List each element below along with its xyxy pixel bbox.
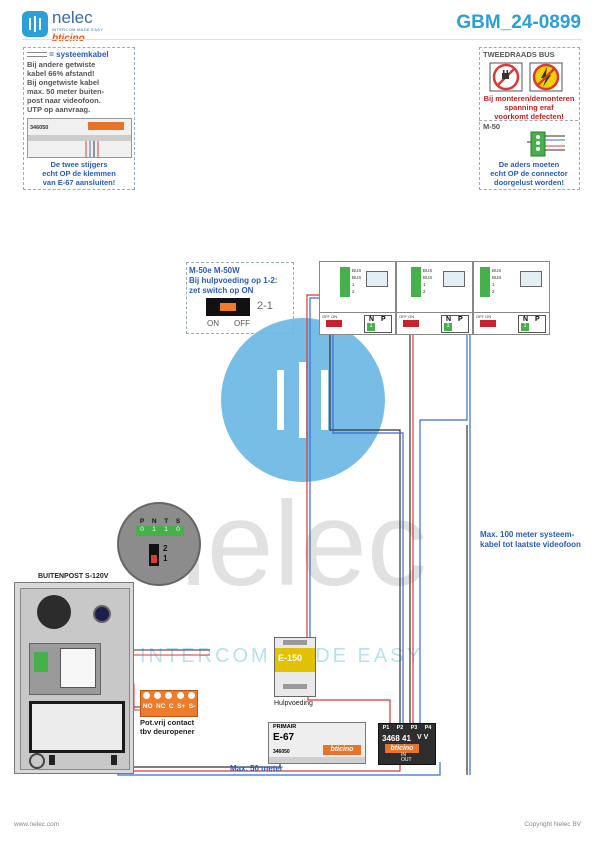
videofoon-2-screen	[443, 271, 465, 287]
hulpvoeding-label-plate: E-150	[275, 648, 315, 672]
m50-connector-icon	[527, 130, 567, 163]
logo-tagline: INTERCOM MADE EASY	[52, 27, 104, 32]
no-plug-icon	[489, 62, 523, 97]
dip-switch-position: 2-1	[257, 300, 273, 312]
watermark-circle	[221, 318, 385, 482]
logo-name: nelec	[52, 8, 93, 27]
videofoon-2-terminal-block	[411, 267, 421, 297]
hulpvoeding-caption: Hulpvoeding	[274, 700, 313, 707]
legend-m50-divider	[479, 120, 578, 121]
m50-switch-text: M-50e M-50W Bij hulpvoeding op 1-2: zet …	[189, 266, 278, 295]
videofoon-3-switch-label: OFF ON	[476, 314, 492, 319]
dip-switch-on-label: ON	[207, 319, 219, 328]
document-code: GBM_24-0899	[456, 12, 581, 33]
legend-bus-panel	[479, 47, 580, 190]
m50-switch-panel	[186, 262, 294, 334]
logo-brand: bticino	[52, 33, 85, 44]
legend-cable-text: Bij andere getwiste kabel 66% afstand! B…	[27, 60, 105, 114]
videofoon-1-switch	[326, 320, 342, 327]
videofoon-1-connector: N P 1	[364, 315, 392, 333]
buitenpost-nameplate	[29, 701, 125, 753]
legend-m50-title: M-50	[483, 122, 501, 131]
max-50-note: Max. 50 meter	[230, 764, 283, 773]
videofoon-3-switch	[480, 320, 496, 327]
footer-copyright: Copyright Nelec BV	[524, 821, 581, 828]
videofoon-2-switch	[403, 320, 419, 327]
legend-cable-panel	[23, 47, 135, 190]
legend-cable-note: De twee stijgers echt OP de klemmen van …	[42, 160, 116, 187]
camera-icon	[37, 595, 71, 629]
buitenpost-title: BUITENPOST S-120V	[38, 573, 109, 580]
legend-e67-module: 346050	[27, 118, 132, 158]
e67-module: PRIMAIR E-67 346050 bticino	[268, 722, 366, 764]
videofoon-3-terminal-block	[480, 267, 490, 297]
videofoon-2-connector: N P 1	[441, 315, 469, 333]
videofoon-1-terminal-block	[340, 267, 350, 297]
header-divider	[22, 39, 582, 40]
speaker-icon	[29, 753, 45, 769]
videofoon-3-connector: N P 1	[518, 315, 546, 333]
relay-screws	[141, 692, 197, 699]
buitenpost-board	[29, 643, 101, 695]
videofoon-3-screen	[520, 271, 542, 287]
lens-icon	[93, 605, 111, 623]
legend-m50-note: De aders moeten echt OP de connector doo…	[490, 160, 568, 187]
nelec-logo: nelec INTERCOM MADE EASY bticino	[22, 8, 142, 45]
nelec-logo-icon	[22, 11, 48, 37]
footer-url: www.nelec.com	[14, 821, 60, 828]
legend-module-brand-badge	[88, 122, 124, 130]
legend-bus-warning: Bij monteren/demonteren spanning eraf vo…	[483, 94, 575, 121]
hulpvoeding-unit: E-150	[274, 637, 316, 697]
legend-module-code: 346050	[30, 125, 49, 131]
dip-switch	[206, 298, 250, 316]
no-voltage-icon	[529, 62, 563, 97]
videofoon-1-screen	[366, 271, 388, 287]
legend-bus-title: TWEEDRAADS BUS	[483, 50, 555, 59]
legend-cable-title: = systeemkabel	[27, 50, 109, 59]
videofoon-2-switch-label: OFF ON	[399, 314, 415, 319]
dip-switch-off-label: OFF	[234, 319, 250, 328]
videofoon-1-switch-label: OFF ON	[322, 314, 338, 319]
max-100-note: Max. 100 meter systeem- kabel tot laatst…	[480, 530, 581, 549]
buitenpost-panel	[14, 582, 134, 774]
relay-label: Pot.vrij contact tbv deuropener	[140, 718, 195, 736]
buitenpost-zoom-switch	[149, 544, 159, 566]
